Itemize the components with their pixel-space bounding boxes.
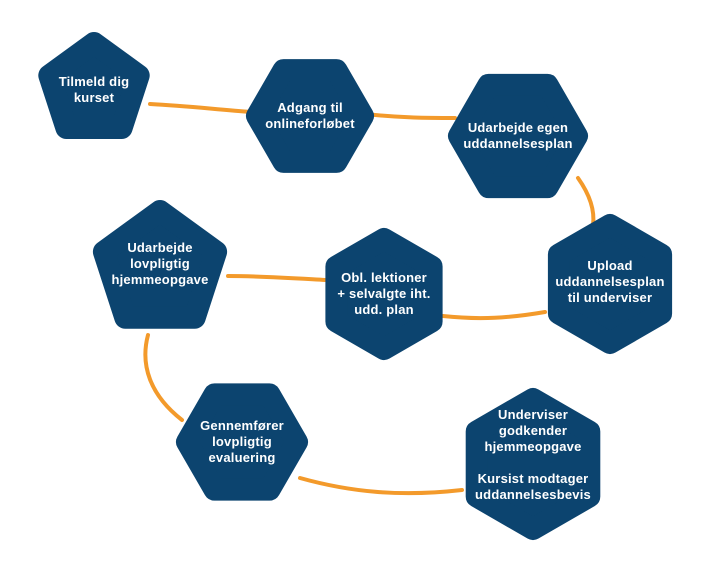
step-4-label-line-1: Upload xyxy=(587,258,632,273)
connectors xyxy=(143,102,596,496)
connector-7-8 xyxy=(298,476,464,496)
step-4-label-line-2: uddannelsesplan xyxy=(555,274,664,289)
step-node-5: Obl. lektioner+ selvalgte iht.udd. plan xyxy=(325,228,443,360)
step-shape-7 xyxy=(176,383,308,501)
step-3-label-line-2: uddannelsesplan xyxy=(463,136,572,151)
step-5-label-line-1: Obl. lektioner xyxy=(341,270,427,285)
step-shape-8 xyxy=(465,388,601,540)
step-4-label-line-3: til underviser xyxy=(568,290,652,305)
step-8-label-line-1: Underviser xyxy=(498,407,568,422)
step-7-label-line-1: Gennemfører xyxy=(200,418,284,433)
step-shape-5 xyxy=(325,228,443,360)
step-7-label-line-3: evaluering xyxy=(208,450,275,465)
step-shape-3 xyxy=(448,73,588,199)
step-5-label-line-2: + selvalgte iht. xyxy=(337,286,430,301)
connector-2-3 xyxy=(364,112,457,120)
step-shape-1 xyxy=(38,32,150,139)
step-1-label-line-1: Tilmeld dig xyxy=(59,74,130,89)
step-1-label-line-2: kurset xyxy=(74,90,115,105)
step-5-label-line-3: udd. plan xyxy=(354,302,414,317)
connector-5-6 xyxy=(226,274,327,282)
step-shape-6 xyxy=(92,200,228,329)
connector-4-5 xyxy=(441,310,547,321)
step-8-label-line-3: hjemmeopgave xyxy=(484,439,581,454)
step-2-label-line-1: Adgang til xyxy=(277,100,343,115)
step-8-label-line-5: Kursist modtager xyxy=(478,471,589,486)
step-shape-2 xyxy=(246,59,374,173)
step-7-label-line-2: lovpligtig xyxy=(212,434,272,449)
step-6-label-line-3: hjemmeopgave xyxy=(111,272,208,287)
step-3-label-line-1: Udarbejde egen xyxy=(468,120,568,135)
connector-3-4 xyxy=(576,176,596,227)
step-2-label-line-2: onlineforløbet xyxy=(265,116,355,131)
step-6-label-line-1: Udarbejde xyxy=(127,240,192,255)
connector-1-2 xyxy=(148,102,254,114)
step-8-label-line-2: godkender xyxy=(499,423,567,438)
step-6-label-line-2: lovpligtig xyxy=(130,256,190,271)
step-shape-4 xyxy=(547,214,673,354)
step-8-label-line-6: uddannelsesbevis xyxy=(475,487,591,502)
connector-6-7 xyxy=(143,333,184,422)
